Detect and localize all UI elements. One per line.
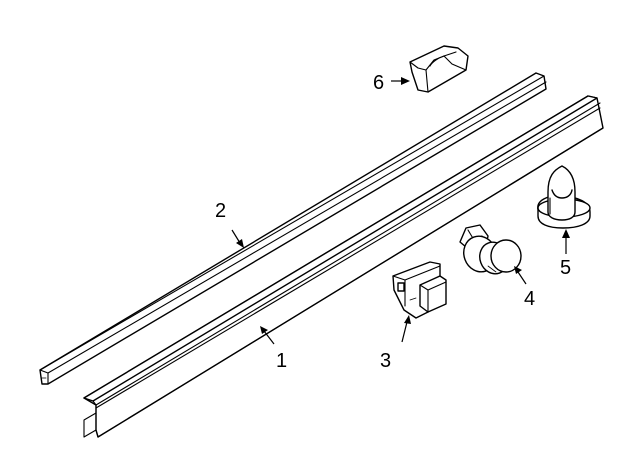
callout-2: 2 [215, 200, 226, 222]
leader-6 [391, 77, 410, 85]
callout-1: 1 [276, 350, 287, 372]
callout-6: 6 [373, 72, 384, 94]
part-6-end-cap[interactable] [409, 45, 469, 93]
part-1-sill-molding[interactable] [83, 95, 604, 438]
leader-4 [514, 266, 527, 285]
callout-3: 3 [380, 350, 391, 372]
leader-5 [562, 229, 570, 254]
leader-3 [401, 315, 411, 343]
leader-1 [260, 326, 275, 345]
part-4-push-pin[interactable] [459, 224, 522, 278]
callout-4: 4 [524, 288, 535, 310]
callout-5: 5 [560, 257, 571, 279]
part-2-strip-molding[interactable] [39, 72, 547, 385]
part-5-plastic-rivet[interactable] [537, 165, 591, 229]
part-3-retainer-clip[interactable] [392, 261, 447, 319]
leader-2 [231, 229, 244, 248]
